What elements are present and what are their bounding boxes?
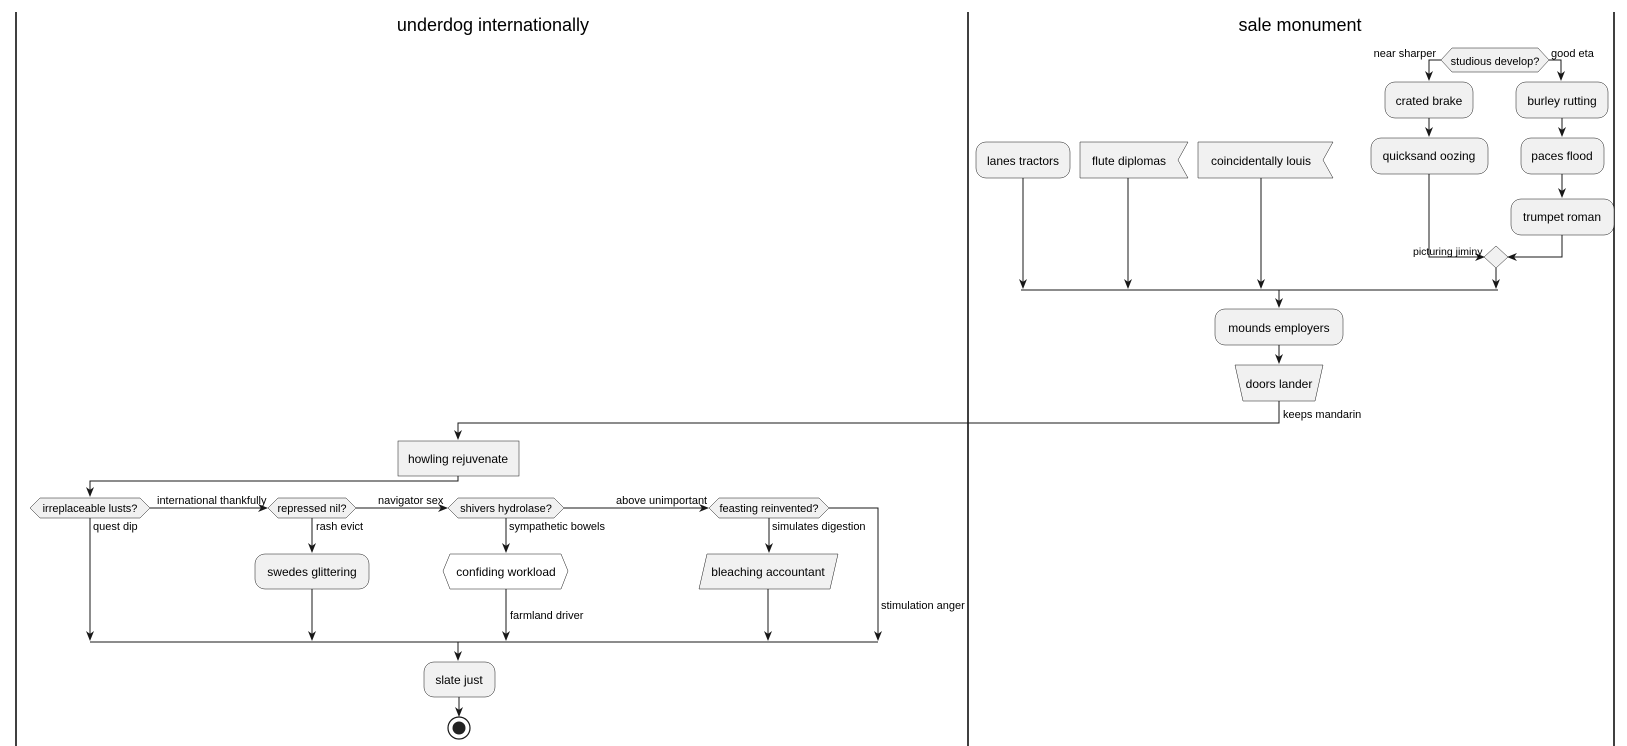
decision-label-repressed-nil: repressed nil?: [277, 503, 346, 515]
edge-quicksand-to-merge: [1428, 174, 1485, 261]
edge-near-sharper: [1425, 59, 1441, 81]
io-label-bleaching-accountant: bleaching accountant: [711, 565, 825, 579]
action-label-paces-flood: paces flood: [1531, 149, 1592, 163]
action-label-lanes-tractors: lanes tractors: [987, 154, 1059, 168]
action-confiding-workload: [442, 553, 569, 590]
action-label-confiding-workload: confiding workload: [456, 565, 555, 579]
decision-label-studious-develop: studious develop?: [1451, 56, 1540, 68]
edge-trumpet-to-merge: [1507, 235, 1563, 261]
action-label-crated-brake: crated brake: [1396, 94, 1463, 108]
action-label-burley-rutting: burley rutting: [1527, 94, 1596, 108]
lane-title-sale-monument: sale monument: [1238, 15, 1361, 35]
edge-label-stimulation-anger: stimulation anger: [881, 600, 965, 612]
decision-label-irreplaceable-lusts: irreplaceable lusts?: [43, 503, 138, 515]
action-label-howling-rejuvenate: howling rejuvenate: [408, 452, 508, 466]
action-label-swedes-glittering: swedes glittering: [267, 565, 356, 579]
edge-label-navigator-sex: navigator sex: [378, 495, 444, 507]
edge-label-keeps-mandarin: keeps mandarin: [1283, 409, 1361, 421]
decision-label-feasting-reinvented: feasting reinvented?: [719, 503, 818, 515]
edge-label-near-sharper: near sharper: [1374, 48, 1437, 60]
action-label-coincidentally-louis: coincidentally louis: [1211, 154, 1311, 168]
action-label-flute-diplomas: flute diplomas: [1092, 154, 1166, 168]
edge-stimulation-anger: [829, 507, 882, 641]
merge-picturing-jiminy: [1483, 245, 1509, 269]
action-label-quicksand-oozing: quicksand oozing: [1383, 149, 1476, 163]
stop-node: [447, 716, 471, 740]
edge-label-simulates-digestion: simulates digestion: [772, 521, 866, 533]
edge-label-quest-dip: quest dip: [93, 521, 138, 533]
action-label-slate-just: slate just: [435, 673, 483, 687]
edge-good-eta: [1549, 59, 1565, 81]
action-howling-rejuvenate: [397, 440, 520, 477]
edge-label-sympathetic-bowels: sympathetic bowels: [509, 521, 605, 533]
action-flute-diplomas: [1079, 141, 1189, 179]
edge-label-above-unimportant: above unimportant: [616, 495, 707, 507]
action-label-mounds-employers: mounds employers: [1228, 321, 1329, 335]
io-doors-lander: [1234, 364, 1324, 402]
decision-label-shivers-hydrolase: shivers hydrolase?: [460, 503, 552, 515]
edge-keeps-mandarin: [454, 401, 1280, 440]
io-label-doors-lander: doors lander: [1246, 377, 1313, 391]
edge-label-international-thankfully: international thankfully: [157, 495, 267, 507]
lane-title-underdog-internationally: underdog internationally: [397, 15, 589, 35]
edge-label-good-eta: good eta: [1551, 48, 1595, 60]
edge-label-picturing-jiminy: picturing jiminy: [1413, 246, 1483, 258]
action-coincidentally-louis: [1197, 141, 1334, 179]
action-label-trumpet-roman: trumpet roman: [1523, 210, 1601, 224]
edge-howling-to-decisions: [86, 476, 459, 497]
io-bleaching-accountant: [698, 553, 839, 590]
edge-label-rash-evict: rash evict: [316, 521, 363, 533]
edge-label-farmland-driver: farmland driver: [510, 610, 584, 622]
